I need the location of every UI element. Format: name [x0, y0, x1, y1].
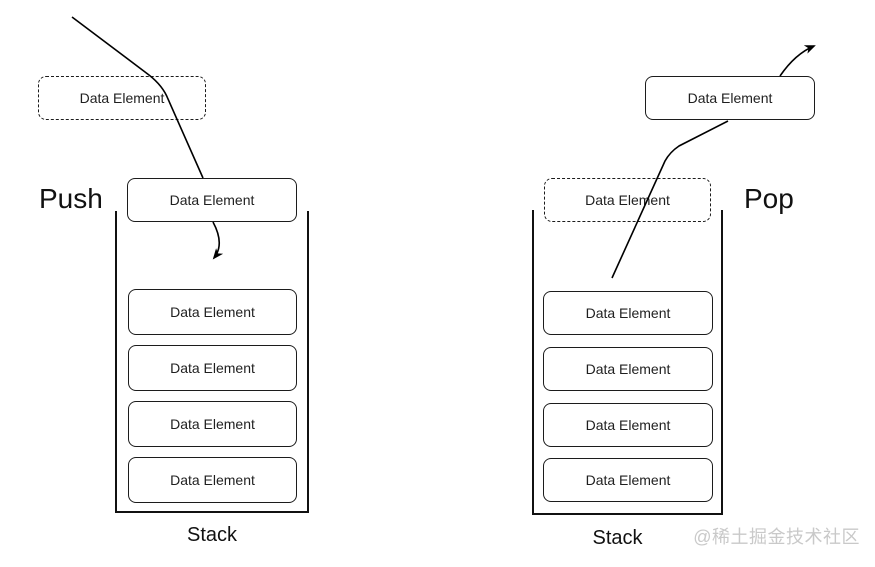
push-stack-item-2: Data Element: [128, 345, 297, 391]
push-stack-item-4: Data Element: [128, 457, 297, 503]
push-stack-item-3-label: Data Element: [170, 416, 255, 432]
push-stack-item-4-label: Data Element: [170, 472, 255, 488]
pop-stack-item-2: Data Element: [543, 347, 713, 391]
pop-stack-label: Stack: [592, 527, 643, 549]
push-stack-item-1: Data Element: [128, 289, 297, 335]
pop-outgoing-element-box: Data Element: [645, 76, 815, 120]
push-incoming-element-box: Data Element: [38, 76, 206, 120]
push-stack-label: Stack: [186, 524, 238, 546]
pop-removed-element-label: Data Element: [585, 192, 670, 208]
push-stack-container: [115, 211, 309, 513]
pop-stack-item-1: Data Element: [543, 291, 713, 335]
push-top-element-label: Data Element: [169, 192, 255, 208]
push-stack-item-2-label: Data Element: [170, 360, 255, 376]
push-stack-item-3: Data Element: [128, 401, 297, 447]
watermark-text: @稀土掘金技术社区: [693, 527, 860, 547]
push-top-element-box: Data Element: [127, 178, 297, 222]
pop-stack-item-4: Data Element: [543, 458, 713, 502]
pop-stack-item-3-label: Data Element: [585, 417, 671, 433]
pop-stack-item-4-label: Data Element: [585, 472, 671, 488]
push-stack-item-1-label: Data Element: [170, 304, 255, 320]
push-incoming-element-label: Data Element: [79, 90, 165, 106]
pop-exit-arrow: [779, 45, 816, 77]
pop-stack-container: [532, 210, 723, 515]
pop-operation-label: Pop: [744, 183, 794, 214]
pop-stack-item-2-label: Data Element: [585, 361, 671, 377]
pop-stack-item-1-label: Data Element: [585, 305, 671, 321]
pop-stack-item-3: Data Element: [543, 403, 713, 447]
pop-outgoing-element-label: Data Element: [687, 90, 773, 106]
push-operation-label: Push: [39, 183, 103, 214]
